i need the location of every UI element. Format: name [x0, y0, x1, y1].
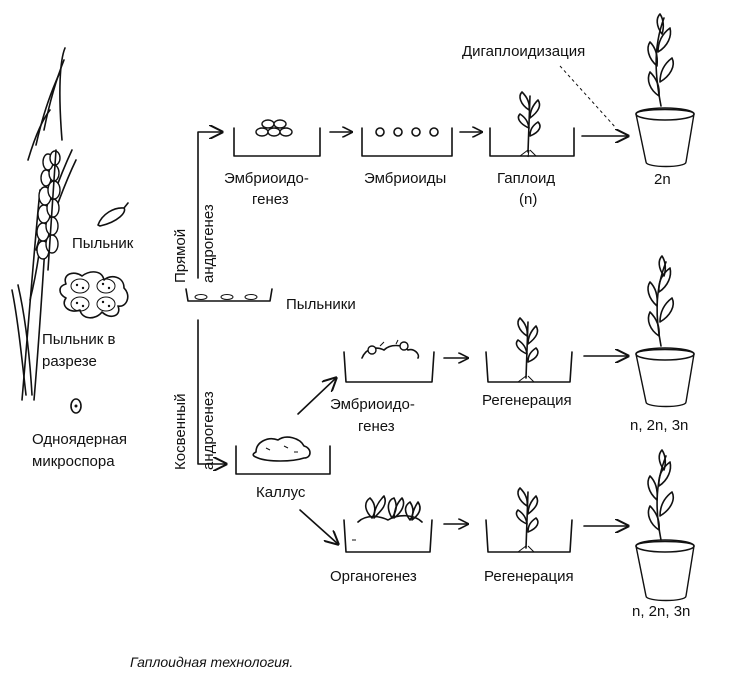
figure-caption: Гаплоидная технология.	[130, 654, 293, 670]
arrow-callus-to-organogenesis	[299, 509, 338, 544]
embryoids-dish-icon	[361, 127, 453, 157]
anthers-label: Пыльники	[286, 296, 356, 313]
haploid-label-2: (n)	[519, 191, 537, 208]
diploidization-label: Дигаплоидизация	[462, 43, 585, 60]
potted-plant-mid-icon	[635, 255, 695, 408]
regeneration-dish-1-icon	[485, 317, 573, 383]
embryoidogenesis-label-1b: генез	[252, 191, 289, 208]
microspore-label-1: Одноядерная	[32, 431, 127, 448]
callus-dish-icon	[235, 436, 331, 475]
ploidy-bottom-label: n, 2n, 3n	[632, 603, 690, 620]
microspore-icon	[70, 398, 82, 414]
embryoids-label: Эмбриоиды	[364, 170, 446, 187]
embryoidogenesis-dish-icon	[233, 119, 321, 157]
anther-section-label-2: разрезе	[42, 353, 97, 370]
microspore-label-2: микроспора	[32, 453, 115, 470]
regeneration-dish-2-icon	[485, 487, 573, 553]
embryoidogenesis-dish-2-icon	[343, 339, 435, 383]
haploid-dish-icon	[489, 91, 575, 158]
anther-label: Пыльник	[72, 235, 134, 252]
arrow-callus-to-embryoidogenesis	[297, 378, 336, 415]
organogenesis-dish-icon	[343, 495, 433, 553]
embryoidogenesis-label-2b: генез	[358, 418, 395, 435]
embryoidogenesis-label-1a: Эмбриоидо-	[224, 170, 309, 187]
embryoidogenesis-label-2a: Эмбриоидо-	[330, 396, 415, 413]
organogenesis-label: Органогенез	[330, 568, 417, 585]
branch-lines	[197, 132, 226, 464]
wheat-plant-icon	[11, 47, 77, 401]
potted-plant-top-icon	[635, 13, 695, 168]
diploidization-pointer	[559, 65, 617, 129]
anther-icon	[97, 202, 129, 227]
regeneration-label-2: Регенерация	[484, 568, 574, 585]
callus-label: Каллус	[256, 484, 306, 501]
anther-section-icon	[59, 271, 129, 319]
indirect-androgenesis-label-2: андрогенез	[200, 391, 217, 470]
anther-section-label-1: Пыльник в	[42, 331, 116, 348]
indirect-androgenesis-label-1: Косвенный	[172, 394, 189, 470]
regeneration-label-1: Регенерация	[482, 392, 572, 409]
anthers-dish-icon	[185, 288, 273, 302]
haploid-label-1: Гаплоид	[497, 170, 555, 187]
direct-androgenesis-label-1: Прямой	[172, 229, 189, 283]
direct-androgenesis-label-2: андрогенез	[200, 204, 217, 283]
ploidy-mid-label: n, 2n, 3n	[630, 417, 688, 434]
ploidy-top-label: 2n	[654, 171, 671, 188]
potted-plant-bottom-icon	[635, 449, 695, 602]
